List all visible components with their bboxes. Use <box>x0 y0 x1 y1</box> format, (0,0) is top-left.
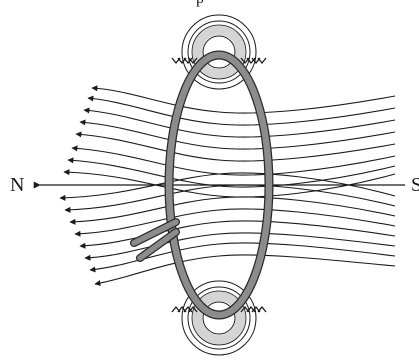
field-line <box>88 98 395 125</box>
field-line <box>92 88 395 113</box>
field-line <box>90 243 395 270</box>
field-lines <box>60 88 395 284</box>
arrowhead-icon <box>258 307 266 312</box>
arrowhead-icon <box>258 58 266 63</box>
south-pole-label: S <box>411 175 419 195</box>
field-line <box>80 122 395 149</box>
field-line <box>76 134 395 161</box>
field-line <box>84 110 395 137</box>
top-cut-label: p <box>196 0 204 7</box>
north-pole-label: N <box>10 175 24 195</box>
